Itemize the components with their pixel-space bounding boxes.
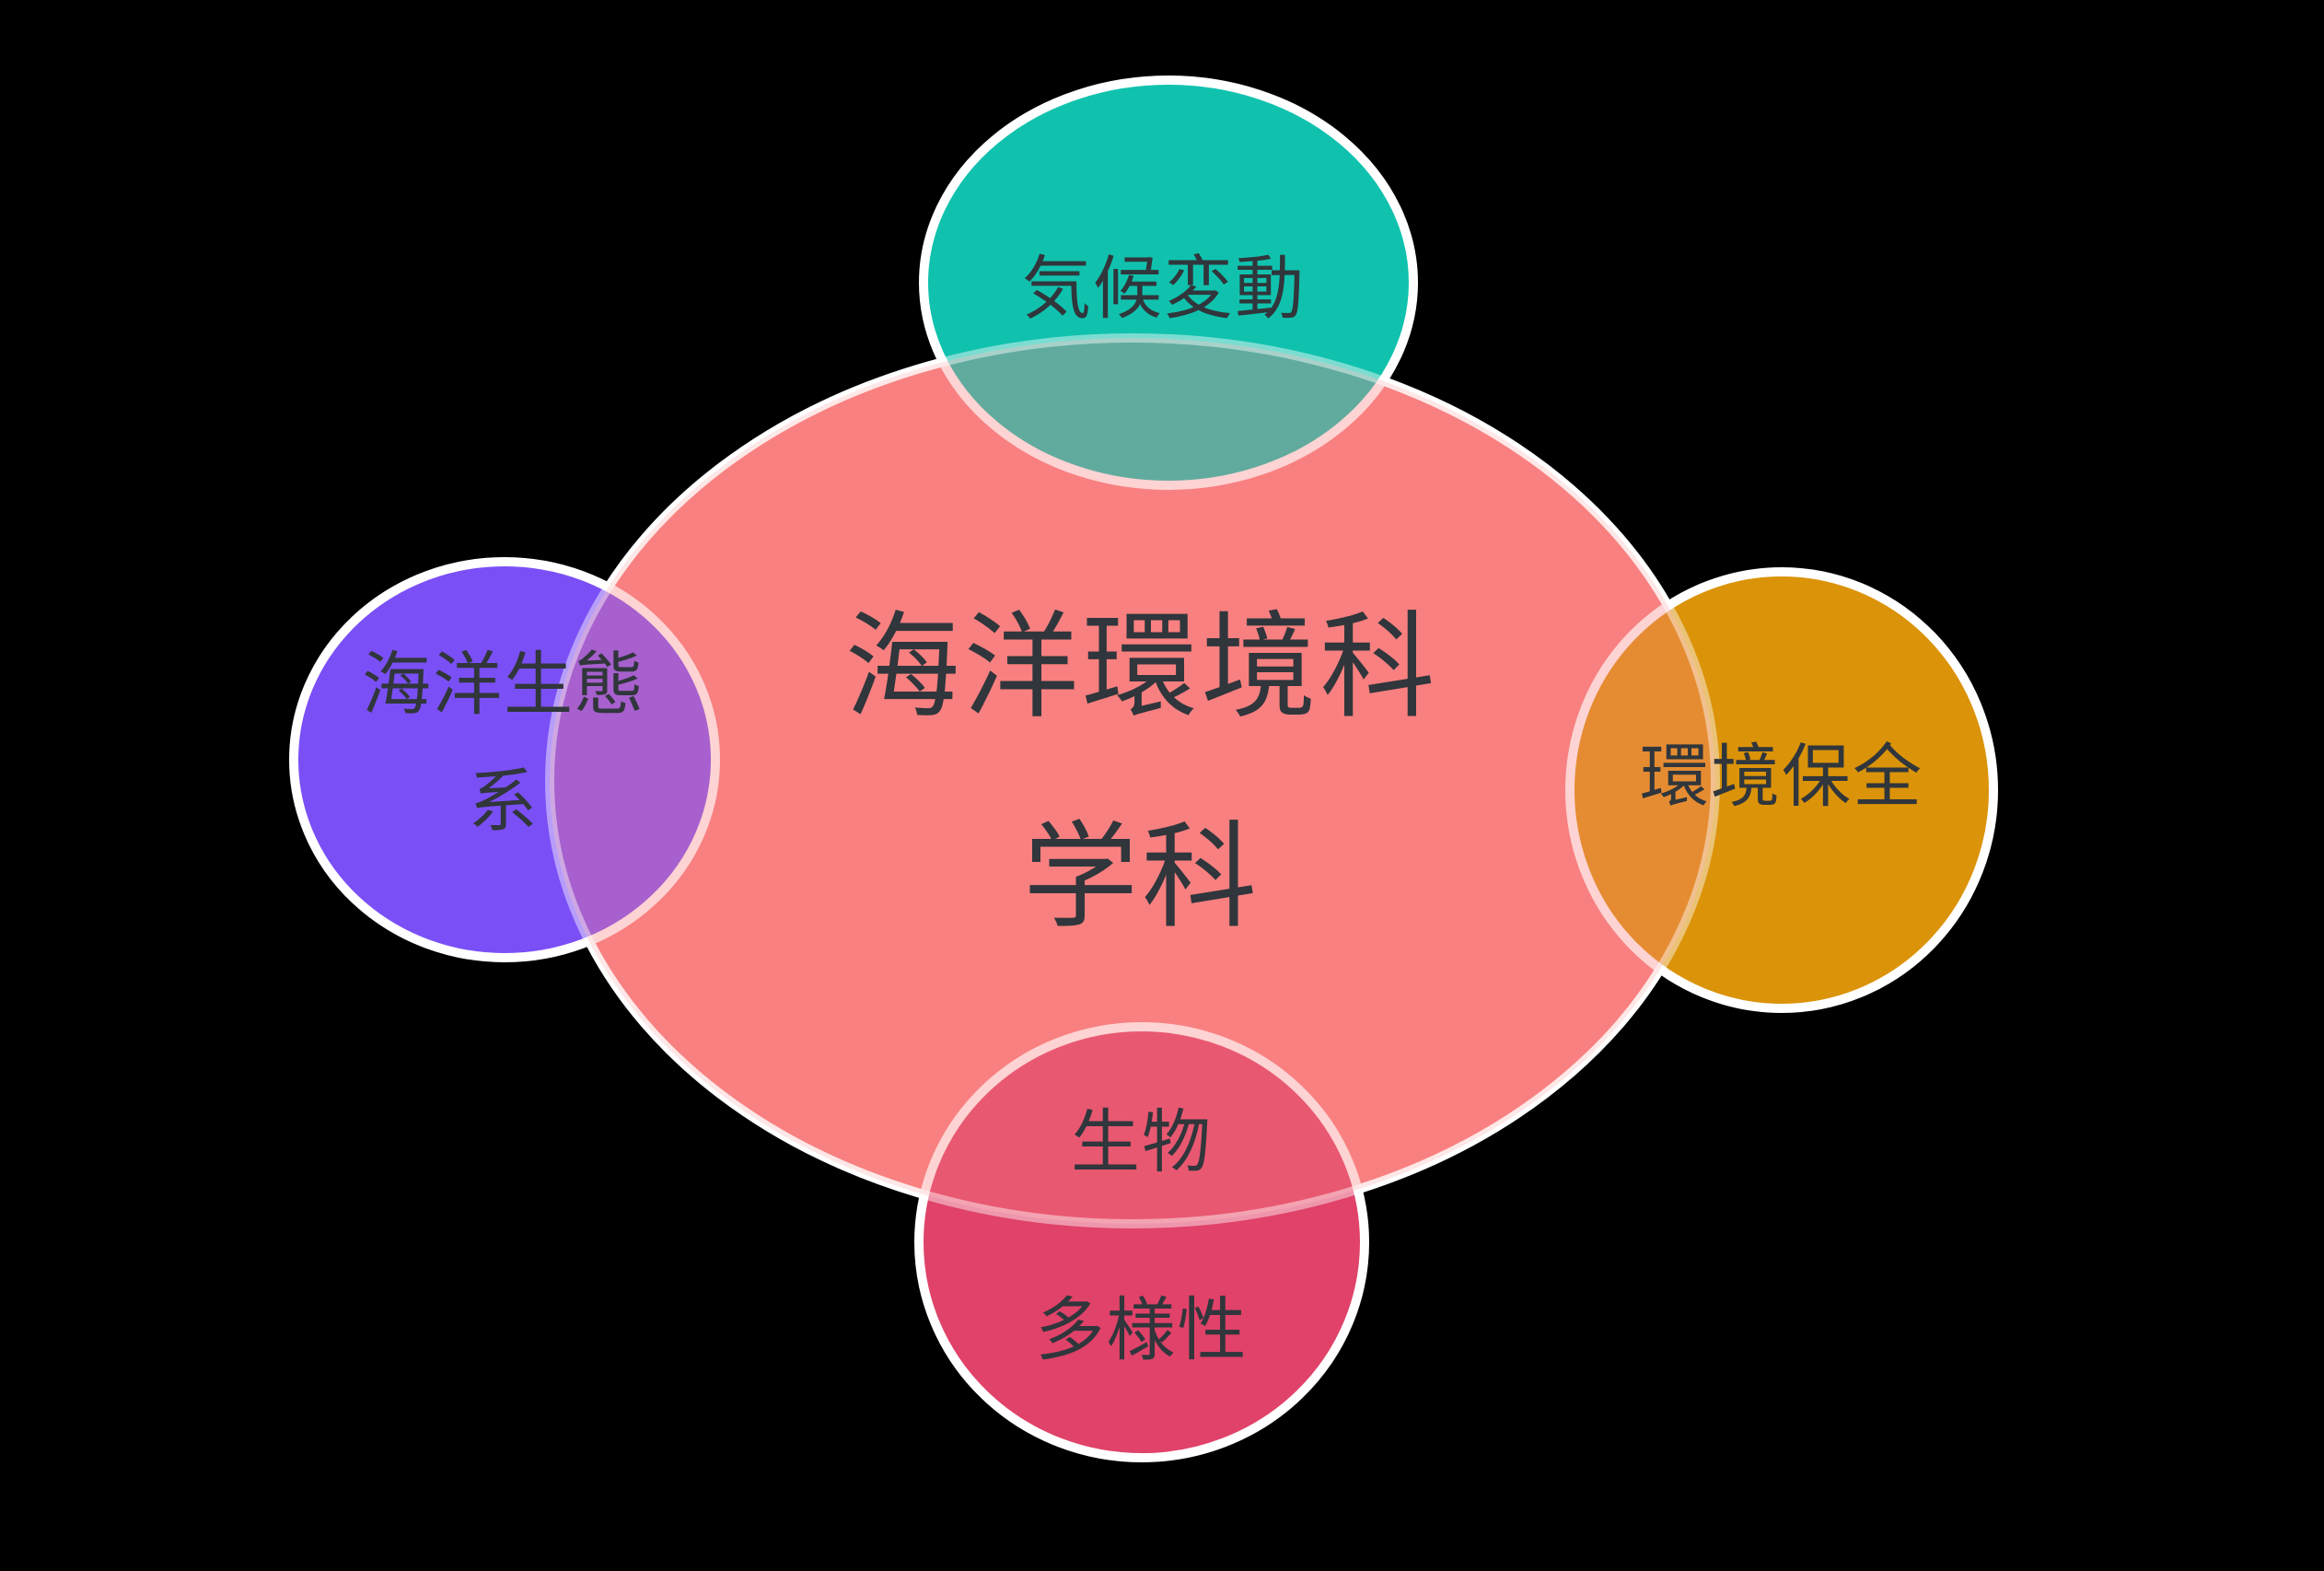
circle-marine-ecosystem xyxy=(289,557,720,962)
label-marine-ecosystem-line1: 海洋生態 xyxy=(362,646,645,723)
label-marine-ecosystem-line2: 系 xyxy=(468,762,539,840)
circle-biodiversity xyxy=(914,1022,1369,1462)
circle-environment-conservation xyxy=(1565,567,1998,1013)
center-title-line1: 海洋環境科 xyxy=(845,604,1439,732)
center-ellipse-border-overlay xyxy=(545,333,1720,1228)
label-biodiversity-line2: 多様性 xyxy=(1035,1291,1248,1368)
label-biodiversity-line1: 生物 xyxy=(1071,1103,1213,1181)
label-climate-change: 気候変動 xyxy=(1022,250,1306,327)
center-ellipse-tint-overlay xyxy=(550,338,1715,1224)
circle-climate-change xyxy=(919,76,1418,490)
label-environment-conservation: 環境保全 xyxy=(1640,738,1923,815)
center-title-line2: 学科 xyxy=(1023,814,1261,942)
